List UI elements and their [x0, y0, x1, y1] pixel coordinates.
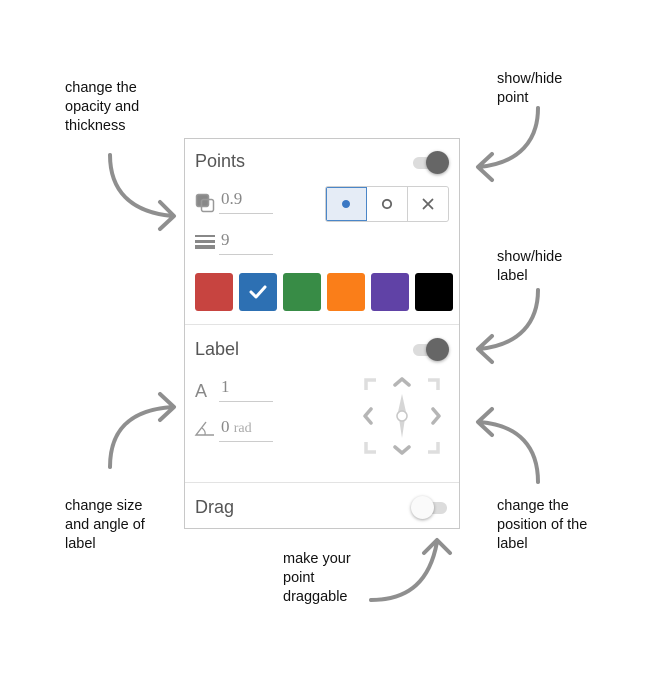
annotation-opacity-thickness: change the opacity and thickness: [65, 80, 140, 134]
thickness-input[interactable]: 9: [219, 230, 273, 255]
corner-bottom-left: [364, 442, 376, 454]
label-size-field[interactable]: 1: [219, 377, 273, 402]
arrow-to-points-toggle: [476, 106, 540, 182]
label-angle-input[interactable]: 0 rad: [219, 417, 273, 442]
corner-top-left: [364, 378, 376, 390]
opacity-input[interactable]: 0.9: [219, 189, 273, 214]
chevron-left-icon: [363, 407, 373, 425]
label-visibility-toggle[interactable]: [411, 337, 449, 361]
angle-value: 0: [221, 417, 230, 436]
filled-dot-icon: [342, 200, 350, 208]
points-section-title: Points: [195, 151, 246, 171]
checkmark-icon: [249, 285, 267, 299]
arrow-to-label-toggle: [476, 288, 540, 364]
color-swatch-purple[interactable]: [371, 273, 409, 311]
annotation-show-hide-label: show/hide label: [497, 249, 563, 284]
label-angle-field[interactable]: 0 rad: [219, 417, 273, 442]
corner-bottom-right: [428, 442, 440, 454]
points-visibility-toggle[interactable]: [411, 150, 449, 174]
angle-icon: [194, 421, 214, 436]
toggle-knob: [411, 496, 434, 519]
color-swatch-blue[interactable]: [239, 273, 277, 311]
point-style-filled-dot-button[interactable]: [326, 187, 367, 221]
arrow-to-opacity-icon: [108, 153, 176, 231]
drag-section-title: Drag: [195, 497, 235, 517]
opacity-icon: [195, 193, 215, 213]
drag-toggle[interactable]: [411, 495, 449, 519]
point-style-selector: [325, 186, 449, 222]
annotation-draggable: make your point draggable: [283, 551, 351, 605]
chevron-right-icon: [431, 407, 441, 425]
arrow-to-size-angle: [108, 392, 176, 469]
label-size-icon: A: [195, 381, 208, 401]
section-divider: [185, 324, 459, 325]
annotation-size-angle: change size and angle of label: [65, 498, 145, 552]
label-position-compass[interactable]: [362, 376, 442, 456]
chevron-up-icon: [393, 377, 411, 387]
point-style-cross-button[interactable]: [408, 187, 448, 221]
chevron-down-icon: [393, 445, 411, 455]
compass-center: [396, 410, 408, 422]
thickness-field[interactable]: 9: [219, 230, 273, 255]
color-swatch-orange[interactable]: [327, 273, 365, 311]
label-section-title: Label: [195, 339, 240, 359]
color-swatches: [195, 273, 453, 311]
label-size-input[interactable]: 1: [219, 377, 273, 402]
color-swatch-green[interactable]: [283, 273, 321, 311]
arrow-to-position-compass: [476, 407, 540, 484]
point-style-panel: Points 0.9 9: [184, 138, 460, 529]
color-swatch-red[interactable]: [195, 273, 233, 311]
thickness-icon: [195, 235, 215, 249]
color-swatch-black[interactable]: [415, 273, 453, 311]
opacity-field[interactable]: 0.9: [219, 189, 273, 214]
corner-top-right: [428, 378, 440, 390]
annotation-show-hide-point: show/hide point: [497, 71, 563, 106]
cross-icon: [422, 198, 434, 210]
open-circle-icon: [381, 198, 393, 210]
toggle-knob: [426, 151, 449, 174]
section-divider: [185, 482, 459, 483]
arrow-to-drag-toggle: [369, 538, 452, 602]
angle-unit: rad: [233, 421, 252, 436]
toggle-knob: [426, 338, 449, 361]
point-style-open-circle-button[interactable]: [367, 187, 408, 221]
annotation-position: change the position of the label: [497, 498, 588, 552]
